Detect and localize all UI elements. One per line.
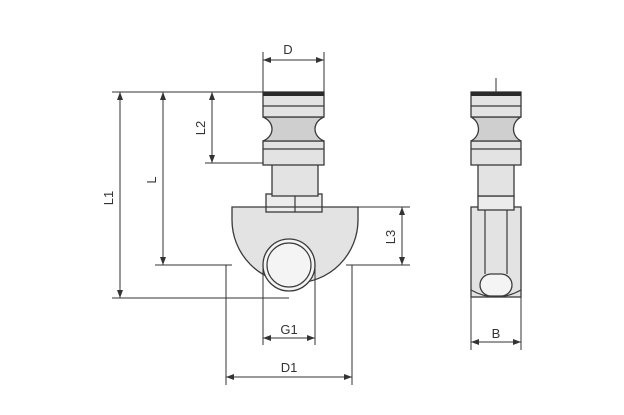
side-hole <box>479 273 513 297</box>
front-view <box>231 91 359 292</box>
side-neck <box>477 162 515 197</box>
side-groove <box>470 116 522 142</box>
dimension-labels: D L1 L L2 L3 G1 D1 B <box>101 42 500 375</box>
label-l2: L2 <box>193 121 208 135</box>
side-head-band <box>471 92 521 96</box>
label-l1: L1 <box>101 191 116 205</box>
stem-head <box>262 91 325 118</box>
label-g1: G1 <box>280 322 297 337</box>
label-d: D <box>283 42 292 57</box>
stem-neck <box>271 162 319 197</box>
label-l3: L3 <box>383 230 398 244</box>
ring-slot <box>265 193 323 213</box>
dimension-lines <box>112 52 522 385</box>
side-body-arc <box>470 289 522 298</box>
side-collar <box>470 140 522 166</box>
label-l: L <box>144 176 159 183</box>
side-slot <box>477 195 515 211</box>
label-b: B <box>492 326 501 341</box>
threaded-hole-outer <box>262 238 316 292</box>
head-top-band <box>263 92 324 96</box>
threaded-hole-inner <box>266 242 312 288</box>
stem-collar <box>262 140 325 166</box>
side-view <box>470 91 522 298</box>
stem-groove <box>262 116 325 142</box>
side-head <box>470 91 522 118</box>
label-d1: D1 <box>281 360 298 375</box>
